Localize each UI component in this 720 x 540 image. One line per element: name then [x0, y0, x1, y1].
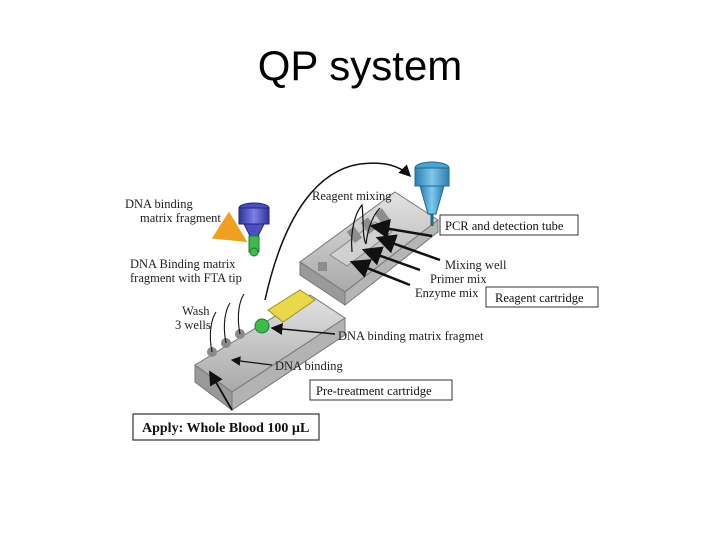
apply-arrow: [209, 370, 233, 411]
transfer-arc-arrow: [264, 162, 412, 301]
label-primer-mix: Primer mix: [430, 272, 487, 286]
label-enzyme-mix: Enzyme mix: [415, 286, 479, 300]
label-wash-1: Wash: [182, 304, 210, 318]
box-pcr-detection-tube: PCR and detection tube: [439, 214, 579, 236]
box-apply: Apply: Whole Blood 100 µL: [132, 413, 320, 441]
mixing-well-arrow-1: [369, 219, 433, 239]
enzyme-mix-arrow: [349, 259, 411, 287]
slide-title: QP system: [257, 42, 463, 89]
yellow-insert: [267, 289, 316, 323]
dna-binding-tip: [238, 202, 270, 257]
box-pretreatment-cartridge: Pre-treatment cartridge: [309, 379, 453, 401]
orange-arrow: [211, 211, 248, 243]
box-reagent-cartridge: Reagent cartridge: [485, 286, 599, 308]
box-pretreatment-label: Pre-treatment cartridge: [316, 384, 432, 398]
label-dna-binding-matrix-fragment-2: matrix fragment: [140, 211, 221, 225]
pretreatment-cartridge: [194, 289, 346, 412]
label-dna-binding-matrix-fragmet: DNA binding matrix fragmet: [338, 329, 484, 343]
mixing-well-arrow: [375, 234, 441, 262]
label-reagent-mixing: Reagent mixing: [312, 189, 392, 203]
label-wash-2: 3 wells: [175, 318, 211, 332]
wash-squiggles: [209, 293, 245, 353]
label-dna-binding-fta-1: DNA Binding matrix: [130, 257, 236, 271]
label-dna-binding-matrix-fragment-1: DNA binding: [125, 197, 193, 211]
box-reagent-label: Reagent cartridge: [495, 291, 584, 305]
primer-mix-arrow: [361, 246, 421, 272]
box-apply-label: Apply: Whole Blood 100 µL: [142, 421, 309, 436]
label-mixing-well: Mixing well: [445, 258, 507, 272]
dna-binding-arrow: [230, 356, 273, 366]
box-pcr-label: PCR and detection tube: [445, 219, 564, 233]
reagent-mixing-squiggle: [351, 203, 367, 253]
label-dna-binding-fta-2: fragment with FTA tip: [130, 271, 242, 285]
matrix-fragmet-arrow: [270, 323, 336, 335]
matrix-fragment-in-well: [254, 318, 270, 334]
label-dna-binding: DNA binding: [275, 359, 343, 373]
pcr-detection-tube: [414, 161, 450, 226]
